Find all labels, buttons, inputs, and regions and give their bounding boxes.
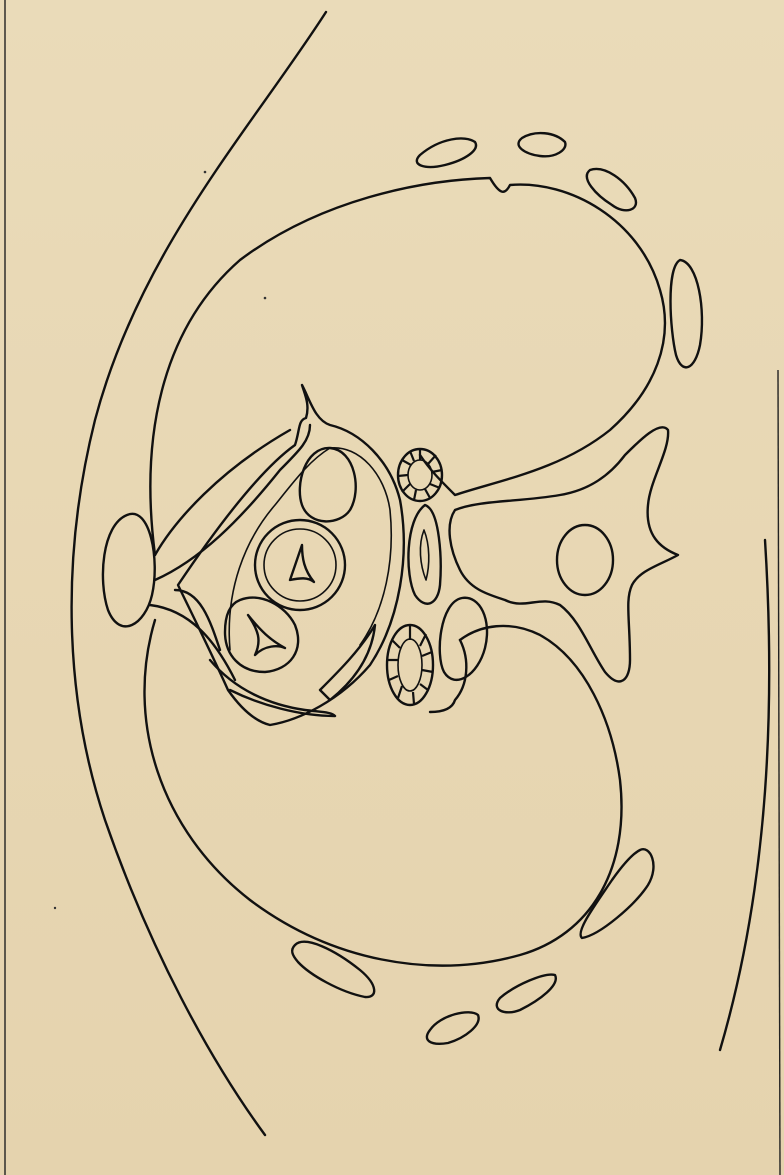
rib-oval-1	[417, 138, 476, 166]
rib-oval-8	[292, 942, 374, 997]
ventricle-inner-ring	[264, 529, 336, 601]
ventricle-lumen-mark	[290, 545, 314, 582]
rib-oval-6	[497, 975, 556, 1013]
ventricle-outer-ring	[255, 520, 345, 610]
right-body-wall	[720, 540, 769, 1050]
vertebra-outline	[450, 427, 678, 681]
rib-oval-7	[427, 1012, 479, 1044]
lower-cavity-outline	[144, 620, 621, 966]
rib-oval-3	[587, 169, 636, 210]
inner-sac-line	[229, 448, 391, 650]
membrane-line-left	[175, 590, 220, 650]
rib-oval-2	[518, 133, 565, 156]
body-wall-outline	[72, 12, 326, 1135]
upper-cavity-outline	[150, 178, 665, 555]
lower-chamber-lumen-mark	[248, 615, 285, 655]
rib-oval-5	[581, 849, 654, 938]
left-lateral-oval	[103, 514, 155, 627]
speck	[264, 297, 267, 300]
central-vessel-lumen	[420, 530, 428, 580]
rib-oval-4	[671, 260, 702, 367]
right-border-line	[778, 370, 780, 1175]
vertebral-body	[557, 525, 613, 595]
upper-chamber-circle	[300, 448, 356, 521]
pericardial-sac	[178, 385, 404, 725]
lower-hatched-ring	[387, 625, 433, 705]
upper-cavity-inner-edge	[155, 430, 290, 555]
speck	[54, 907, 56, 909]
central-vessel	[408, 505, 440, 604]
speck	[204, 171, 207, 174]
membrane-line-upper	[155, 425, 310, 580]
